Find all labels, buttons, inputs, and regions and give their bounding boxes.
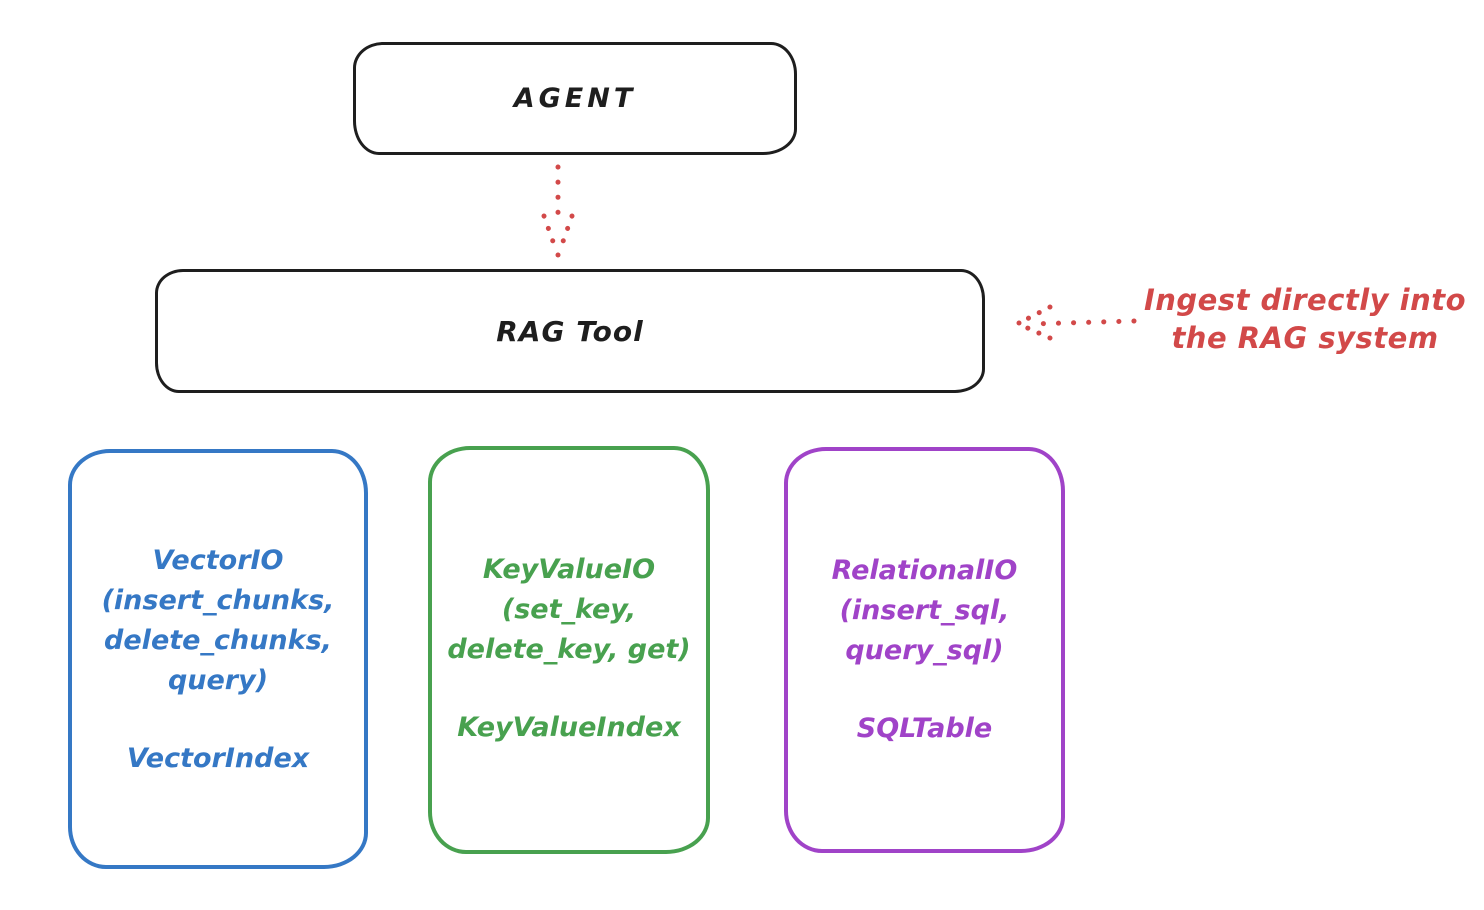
io-line: delete_key, get) [447, 634, 691, 665]
io-line: query_sql) [845, 635, 1004, 666]
ingest-annotation-line1: Ingest directly into [1143, 283, 1467, 317]
io-line: KeyValueIO [482, 554, 656, 585]
io-line: (set_key, [501, 594, 637, 625]
io-line: delete_chunks, [104, 625, 332, 656]
ingest-annotation-line2: the RAG system [1171, 321, 1439, 355]
rag-tool-label: RAG Tool [496, 314, 644, 348]
index-label-relational: SQLTable [856, 713, 993, 744]
dotted-arrow-down-icon [541, 164, 575, 258]
agent-label: AGENT [513, 83, 637, 114]
io-line: RelationalIO [831, 555, 1018, 586]
io-box-keyvalue: KeyValueIO (set_key, delete_key, get) Ke… [428, 446, 710, 854]
rag-tool-box: RAG Tool [155, 269, 985, 393]
io-line: query) [167, 665, 269, 696]
io-box-vector: VectorIO (insert_chunks, delete_chunks, … [68, 449, 368, 869]
ingest-annotation: Ingest directly into the RAG system [1138, 281, 1472, 357]
dotted-arrow-left-icon [1016, 304, 1137, 341]
io-line: (insert_sql, [839, 595, 1010, 626]
io-box-relational: RelationalIO (insert_sql, query_sql) SQL… [784, 447, 1065, 853]
io-line: (insert_chunks, [101, 585, 335, 616]
agent-box: AGENT [353, 42, 797, 155]
index-label-vector: VectorIndex [126, 743, 310, 774]
index-label-keyvalue: KeyValueIndex [457, 712, 681, 743]
io-line: VectorIO [152, 545, 284, 576]
